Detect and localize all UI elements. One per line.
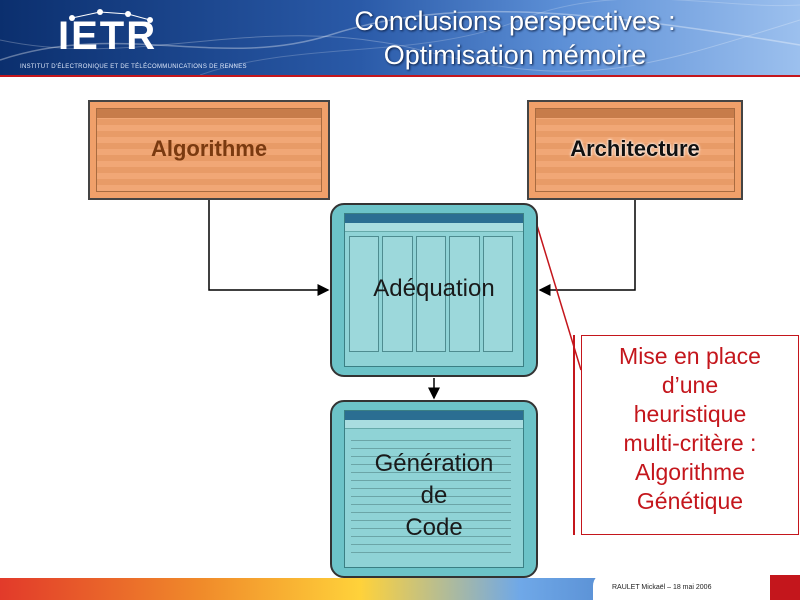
generation-box: Génération de Code <box>330 400 538 578</box>
note-side-bar <box>573 335 575 535</box>
institute-name: INSTITUT D'ÉLECTRONIQUE ET DE TÉLÉCOMMUN… <box>20 64 247 70</box>
title-line-2: Optimisation mémoire <box>383 40 647 70</box>
note-line-4: multi-critère : <box>623 430 757 456</box>
adequation-window-titlebar <box>345 214 523 223</box>
heuristic-note-box: Mise en place d’une heuristique multi-cr… <box>581 335 799 535</box>
generation-label-line-3: Code <box>405 514 463 541</box>
arrow-architecture-to-adequation <box>538 200 636 296</box>
algorithme-label: Algorithme <box>150 136 268 161</box>
heuristic-note-text: Mise en place d’une heuristique multi-cr… <box>582 342 798 516</box>
generation-label-line-1: Génération <box>374 450 494 477</box>
generation-label-line-2: de <box>420 482 448 509</box>
adequation-box: Adéquation <box>330 203 538 377</box>
note-line-3: heuristique <box>633 401 747 427</box>
adequation-window-menubar <box>345 223 523 232</box>
generation-window-menubar <box>345 420 523 429</box>
ietr-logo: IETR <box>58 14 158 58</box>
header-swirl-decoration <box>0 0 800 75</box>
footer-tab <box>593 572 800 600</box>
algorithme-window-screenshot <box>96 108 322 192</box>
generation-label: Génération de Code <box>332 448 536 544</box>
header-divider <box>0 75 800 77</box>
gantt-column <box>482 236 514 352</box>
generation-code-lines <box>351 433 511 555</box>
gantt-column <box>449 236 480 352</box>
architecture-box: Architecture <box>527 100 743 200</box>
gantt-column <box>349 236 380 352</box>
gantt-column <box>382 236 413 352</box>
adequation-window-screenshot <box>344 213 524 367</box>
algorithme-window-titlebar <box>97 109 321 118</box>
generation-window-titlebar <box>345 411 523 420</box>
note-line-1: Mise en place <box>619 343 761 369</box>
note-line-2: d’une <box>661 372 719 398</box>
note-line-5: Algorithme <box>635 459 745 485</box>
architecture-window-titlebar <box>536 109 734 118</box>
footer-red-block <box>770 575 800 600</box>
page-title: Conclusions perspectives : Optimisation … <box>300 4 730 72</box>
title-line-1: Conclusions perspectives : <box>354 6 676 36</box>
adequation-gantt-columns <box>349 236 514 352</box>
generation-window-screenshot <box>344 410 524 568</box>
architecture-label: Architecture <box>570 136 700 161</box>
gantt-column <box>415 236 447 352</box>
header-banner: IETR INSTITUT D'ÉLECTRONIQUE ET DE TÉLÉC… <box>0 0 800 75</box>
footer-author-date: RAULET Mickaël – 18 mai 2006 <box>612 584 712 591</box>
arrow-algorithme-to-adequation <box>208 200 330 296</box>
note-line-6: Génétique <box>636 488 744 514</box>
adequation-label: Adéquation <box>373 275 495 302</box>
algorithme-box: Algorithme <box>88 100 330 200</box>
architecture-window-screenshot <box>535 108 735 192</box>
